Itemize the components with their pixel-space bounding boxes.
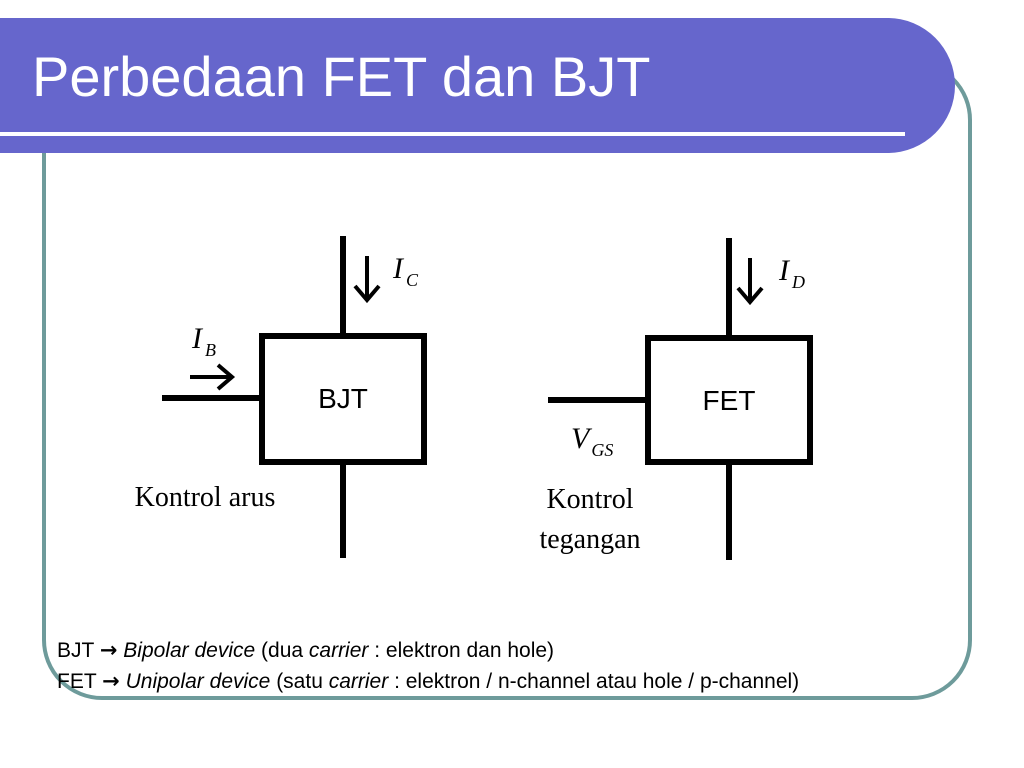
note-bjt: BJT → Bipolar device (dua carrier : elek… bbox=[57, 638, 554, 663]
arrow-right-icon: → bbox=[102, 669, 120, 693]
fet-caption-line2: tegangan bbox=[539, 524, 640, 555]
note-fet-lead: FET bbox=[57, 670, 97, 693]
title-underline bbox=[0, 132, 905, 136]
note-bjt-rest: : elektron dan hole) bbox=[374, 639, 555, 662]
note-bjt-carrier: carrier bbox=[308, 639, 369, 662]
note-fet-carrier: carrier bbox=[328, 670, 389, 693]
arrow-down-icon bbox=[353, 256, 381, 304]
note-bjt-term: Bipolar device bbox=[123, 639, 256, 662]
note-fet-rest: : elektron / n-channel atau hole / p-cha… bbox=[394, 670, 800, 693]
arrow-right-icon bbox=[190, 363, 236, 391]
bjt-box-label: BJT bbox=[318, 383, 368, 414]
fet-box-label: FET bbox=[703, 385, 756, 416]
arrow-right-icon: → bbox=[99, 638, 118, 662]
note-fet-term: Unipolar device bbox=[125, 670, 271, 693]
slide-title: Perbedaan FET dan BJT bbox=[32, 45, 651, 108]
note-bjt-mid: (dua bbox=[261, 639, 304, 662]
arrow-down-icon bbox=[736, 258, 764, 306]
fet-caption-line1: Kontrol bbox=[546, 484, 633, 515]
note-fet: FET → Unipolar device (satu carrier : el… bbox=[57, 669, 799, 694]
note-fet-mid: (satu bbox=[276, 670, 323, 693]
bjt-box bbox=[259, 333, 427, 465]
fet-box bbox=[645, 335, 813, 465]
bjt-caption: Kontrol arus bbox=[135, 482, 276, 513]
note-bjt-lead: BJT bbox=[57, 639, 94, 662]
title-bar bbox=[0, 18, 955, 153]
